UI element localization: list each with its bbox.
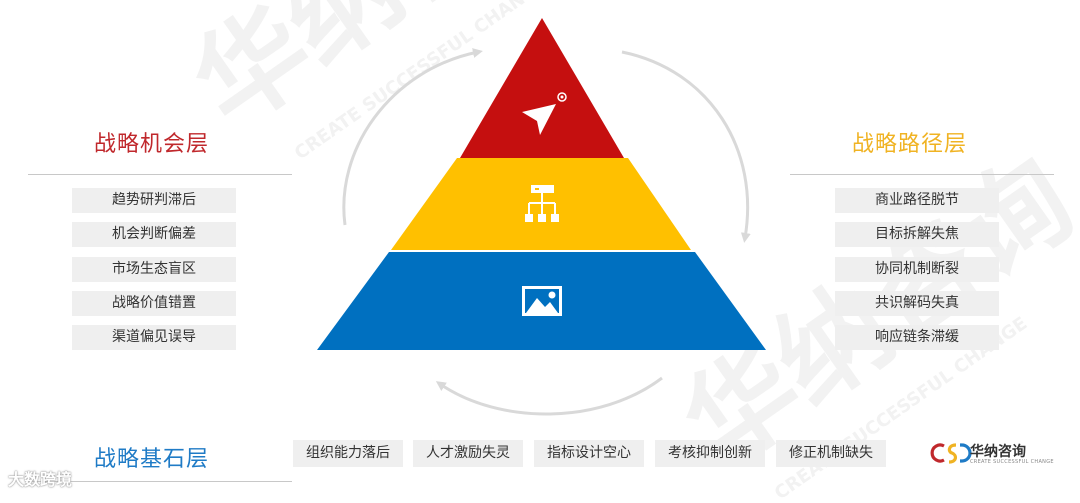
bottom-item-3: 指标设计空心: [534, 440, 644, 467]
right-item-5: 响应链条滞缓: [835, 325, 999, 350]
right-item-2: 目标拆解失焦: [835, 222, 999, 247]
cursor-arrow-icon: [522, 92, 567, 135]
cycle-arrow-right: [621, 50, 751, 243]
bottom-item-1: 组织能力落后: [293, 440, 403, 467]
left-panel-title: 战略机会层: [94, 132, 210, 157]
left-item-2: 机会判断偏差: [72, 222, 236, 247]
bottom-panel-divider: [28, 481, 292, 482]
logo-tagline: CREATE SUCCESSFUL CHANGE: [970, 459, 1054, 465]
left-item-5: 渠道偏见误导: [72, 325, 236, 350]
source-watermark: 大数跨境: [8, 470, 73, 489]
right-item-1: 商业路径脱节: [835, 188, 999, 213]
right-panel-divider: [790, 174, 1054, 175]
right-item-4: 共识解码失真: [835, 291, 999, 316]
right-item-3: 协同机制断裂: [835, 257, 999, 282]
pyramid-level-top: [460, 18, 624, 158]
bottom-item-5: 修正机制缺失: [776, 440, 886, 467]
bottom-item-2: 人才激励失灵: [413, 440, 523, 467]
left-item-1: 趋势研判滞后: [72, 188, 236, 213]
cycle-arrows: [342, 48, 751, 416]
left-item-3: 市场生态盲区: [72, 257, 236, 282]
left-item-4: 战略价值错置: [72, 291, 236, 316]
cycle-arrow-left: [342, 48, 483, 226]
image-icon: [522, 286, 562, 316]
left-panel-divider: [28, 174, 292, 175]
bottom-panel-title: 战略基石层: [94, 447, 210, 472]
cycle-arrow-bottom: [435, 376, 663, 416]
logo-name: 华纳咨询: [970, 444, 1026, 460]
logo-mark: [930, 443, 972, 464]
right-panel-title: 战略路径层: [852, 132, 968, 157]
bottom-item-4: 考核抑制创新: [655, 440, 765, 467]
org-chart-icon: [525, 185, 559, 222]
